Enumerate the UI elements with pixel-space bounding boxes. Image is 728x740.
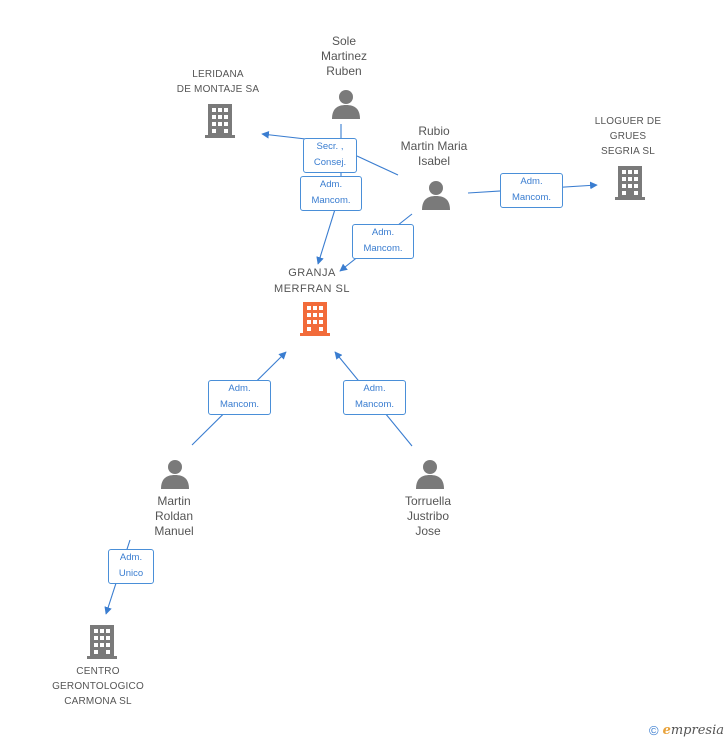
person-icon[interactable] [161, 459, 189, 489]
node-label-torruella: Torruella Justribo Jose [404, 494, 452, 538]
building-icon[interactable] [204, 104, 236, 138]
node-label-leridana: LERIDANA DE MONTAJE SA [176, 69, 260, 95]
brand-initial: e [662, 723, 671, 738]
person-icon[interactable] [416, 459, 444, 489]
edge-label-torruella-central[interactable]: Adm. Mancom. [343, 380, 406, 415]
building-icon[interactable] [299, 302, 331, 336]
person-icon[interactable] [332, 89, 360, 119]
building-icon[interactable] [86, 625, 118, 659]
copyright-icon: © [648, 723, 659, 738]
node-label-sole: Sole Martinez Ruben [320, 34, 368, 78]
empresia-logo[interactable]: empresia [663, 723, 724, 738]
node-label-rubio: Rubio Martin Maria Isabel [400, 124, 468, 168]
edge-label-martin-centro[interactable]: Adm. Unico [108, 549, 154, 584]
edge-label-rubio-lloguer[interactable]: Adm. Mancom. [500, 173, 563, 208]
edge-label-rubio-central[interactable]: Adm. Mancom. [352, 224, 414, 259]
node-label-central: GRANJA MERFRAN SL [274, 267, 350, 295]
node-label-lloguer: LLOGUER DE GRUES SEGRIA SL [594, 116, 662, 157]
person-icon[interactable] [422, 180, 450, 210]
edge-label-martin-central[interactable]: Adm. Mancom. [208, 380, 271, 415]
footer-brand: © empresia [649, 723, 724, 738]
brand-rest: mpresia [670, 723, 724, 738]
node-label-martin: Martin Roldan Manuel [154, 494, 194, 538]
edge-label-sole-central[interactable]: Adm. Mancom. [300, 176, 362, 211]
link-rubio-sole [356, 155, 399, 176]
edge-label-sole-leridana[interactable]: Secr. , Consej. [303, 138, 357, 173]
building-icon[interactable] [614, 166, 646, 200]
node-label-centro: CENTRO GERONTOLOGICO CARMONA SL [52, 666, 144, 707]
